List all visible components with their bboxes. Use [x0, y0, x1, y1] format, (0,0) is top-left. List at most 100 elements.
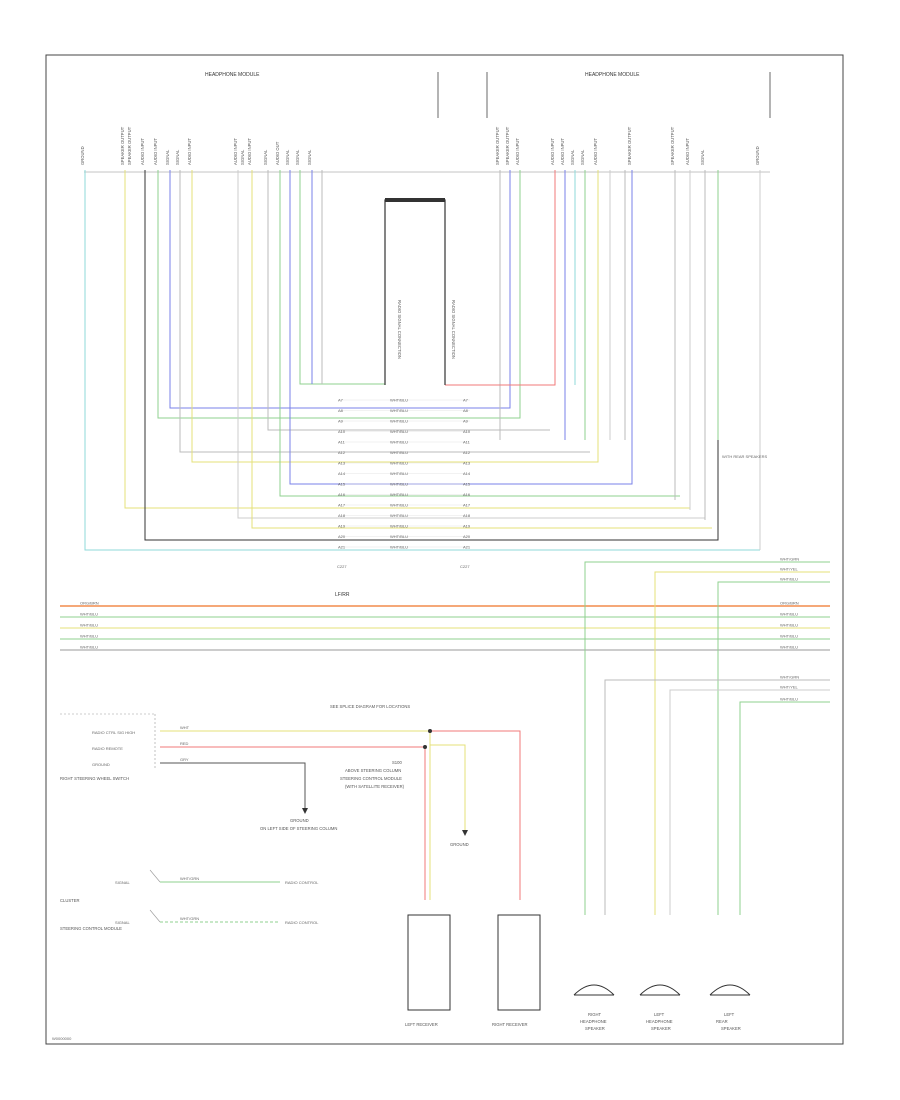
harness-row-mid: WHT/BLU: [390, 440, 408, 445]
bus-right-label: WHT/BLU: [780, 645, 798, 650]
bus-right-label: WHT/BLU: [780, 612, 798, 617]
feed-wire: [669, 689, 830, 915]
right-pin-label: SPEAKER OUTPUT: [670, 126, 675, 165]
speaker-sub: SPEAKER: [651, 1026, 671, 1031]
harness-row-a: A7: [338, 398, 344, 403]
switch-ground-detail: ON LEFT SIDE OF STEERING COLUMN: [260, 826, 337, 831]
left-pin-label: SPEAKER OUTPUT: [127, 126, 132, 165]
left-pin-label: AUDIO INPUT: [233, 138, 238, 165]
wire-l9: [251, 170, 712, 529]
svg-text:RADIO SIGNAL CONNECTION: RADIO SIGNAL CONNECTION: [397, 300, 402, 359]
center-left-label: RADIO SIGNAL CONNECTION: [397, 300, 402, 359]
right-pin-label: AUDIO INPUT: [515, 138, 520, 165]
right-pin-label: AUDIO INPUT: [685, 138, 690, 165]
harness-row-mid: WHT/BLU: [390, 534, 408, 539]
feed-wire: [739, 701, 830, 915]
bus-label: LF/RR: [335, 592, 350, 598]
left-pin-label: AUDIO OUT: [275, 141, 280, 165]
right-feed-wires: WHT/GRNWHT/YELWHT/BLUWHT/GRNWHT/YELWHT/B…: [584, 557, 830, 915]
wire-l3: [144, 170, 719, 541]
switch-wire-2: RED: [180, 741, 189, 746]
harness-row-b: A9: [463, 419, 469, 424]
right-pin-label: AUDIO INPUT: [560, 138, 565, 165]
right-pin-label: GROUND: [755, 146, 760, 165]
feed-top-label: WHT/GRN: [780, 557, 799, 562]
left-pin-label: SIGNAL: [307, 149, 312, 165]
harness-left-connector: C227: [337, 564, 347, 569]
harness-row-b: A16: [463, 492, 471, 497]
feed-wire: [717, 581, 830, 915]
cluster-dest-2: RADIO CONTROL: [285, 920, 319, 925]
harness-row-mid: WHT/BLU: [390, 492, 408, 497]
harness-row-b: A18: [463, 513, 471, 518]
wire-l1: [84, 170, 760, 551]
switch-ground-label: GROUND: [290, 818, 309, 823]
speaker-type: HEADPHONE: [646, 1019, 673, 1024]
harness-row-b: A12: [463, 450, 471, 455]
harness-row-b: A10: [463, 429, 471, 434]
speaker-name: LEFT: [654, 1012, 665, 1017]
feed-lower-label: WHT/YEL: [780, 685, 799, 690]
harness-row-mid: WHT/BLU: [390, 450, 408, 455]
harness-row-mid: WHT/BLU: [390, 419, 408, 424]
harness-row-mid: WHT/BLU: [390, 524, 408, 529]
speaker-icon: [573, 984, 615, 996]
harness-row-a: A8: [338, 408, 344, 413]
harness-row-a: A10: [338, 429, 346, 434]
harness-row-a: A14: [338, 471, 346, 476]
bus-left-label: WHT/BLU: [80, 612, 98, 617]
right-pin-labels: SPEAKER OUTPUT SPEAKER OUTPUT AUDIO INPUT A…: [495, 126, 760, 165]
steering-module-label: STEERING CONTROL MODULE: [60, 926, 122, 931]
ground-arrow-icon: [302, 808, 308, 814]
svg-text:RADIO SIGNAL CONNECTION: RADIO SIGNAL CONNECTION: [451, 300, 456, 359]
harness-row-a: A20: [338, 534, 346, 539]
harness-row-mid: WHT/BLU: [390, 513, 408, 518]
bus-left-label: WHT/BLU: [80, 634, 98, 639]
cluster-wire-1: WHT/GRN: [180, 876, 199, 881]
harness-row-mid: WHT/BLU: [390, 545, 408, 550]
left-pin-label: SIGNAL: [240, 149, 245, 165]
harness-row-a: A9: [338, 419, 344, 424]
harness-row-b: A21: [463, 545, 471, 550]
speaker-name: LEFT: [724, 1012, 735, 1017]
wire-l11: [279, 170, 680, 497]
splice-detail: ABOVE STEERING COLUMN: [345, 768, 401, 773]
harness-row-b: A17: [463, 503, 471, 508]
harness-row-a: A13: [338, 461, 346, 466]
wire-l10: [267, 170, 550, 431]
harness-row-b: A7: [463, 398, 469, 403]
cluster-row-2: SIGNAL: [115, 920, 130, 925]
bus-left-label: ORG/BRN: [80, 601, 99, 606]
speaker-sub: SPEAKER: [721, 1026, 741, 1031]
harness-row-b: A8: [463, 408, 469, 413]
center-module: RADIO SIGNAL CONNECTION RADIO SIGNAL CON…: [384, 198, 456, 385]
right-pin-label: SPEAKER OUTPUT: [495, 126, 500, 165]
right-receiver: RIGHT RECEIVER: [492, 914, 541, 1027]
feed-top-label: WHT/BLU: [780, 577, 798, 582]
left-pin-label: SIGNAL: [295, 149, 300, 165]
left-module-title: HEADPHONE MODULE: [205, 72, 260, 78]
wire-l4: [157, 170, 521, 419]
steering-switch: RADIO CTRL SIG HIGH RADIO REMOTE GROUND …: [60, 713, 156, 781]
left-pin-label: SPEAKER OUTPUT: [120, 126, 125, 165]
left-pin-label: SIGNAL: [263, 149, 268, 165]
speaker-type: HEADPHONE: [580, 1019, 607, 1024]
harness-row-mid: WHT/BLU: [390, 503, 408, 508]
harness-row-b: A19: [463, 524, 471, 529]
right-pin-label: SPEAKER OUTPUT: [627, 126, 632, 165]
left-pin-label: AUDIO INPUT: [153, 138, 158, 165]
harness-row-a: A12: [338, 450, 346, 455]
wire-r2: [445, 170, 556, 386]
speaker-icon: [709, 984, 751, 996]
speaker-icon: [639, 984, 681, 996]
mid-ground-arrow-icon: [462, 830, 468, 836]
harness-row-b: A14: [463, 471, 471, 476]
splice-label: S100: [392, 760, 402, 765]
right-receiver-label: RIGHT RECEIVER: [492, 1022, 528, 1027]
switch-wire-3: GRY: [180, 757, 189, 762]
left-receiver-label: LEFT RECEIVER: [405, 1022, 438, 1027]
cluster-dest-1: RADIO CONTROL: [285, 880, 319, 885]
